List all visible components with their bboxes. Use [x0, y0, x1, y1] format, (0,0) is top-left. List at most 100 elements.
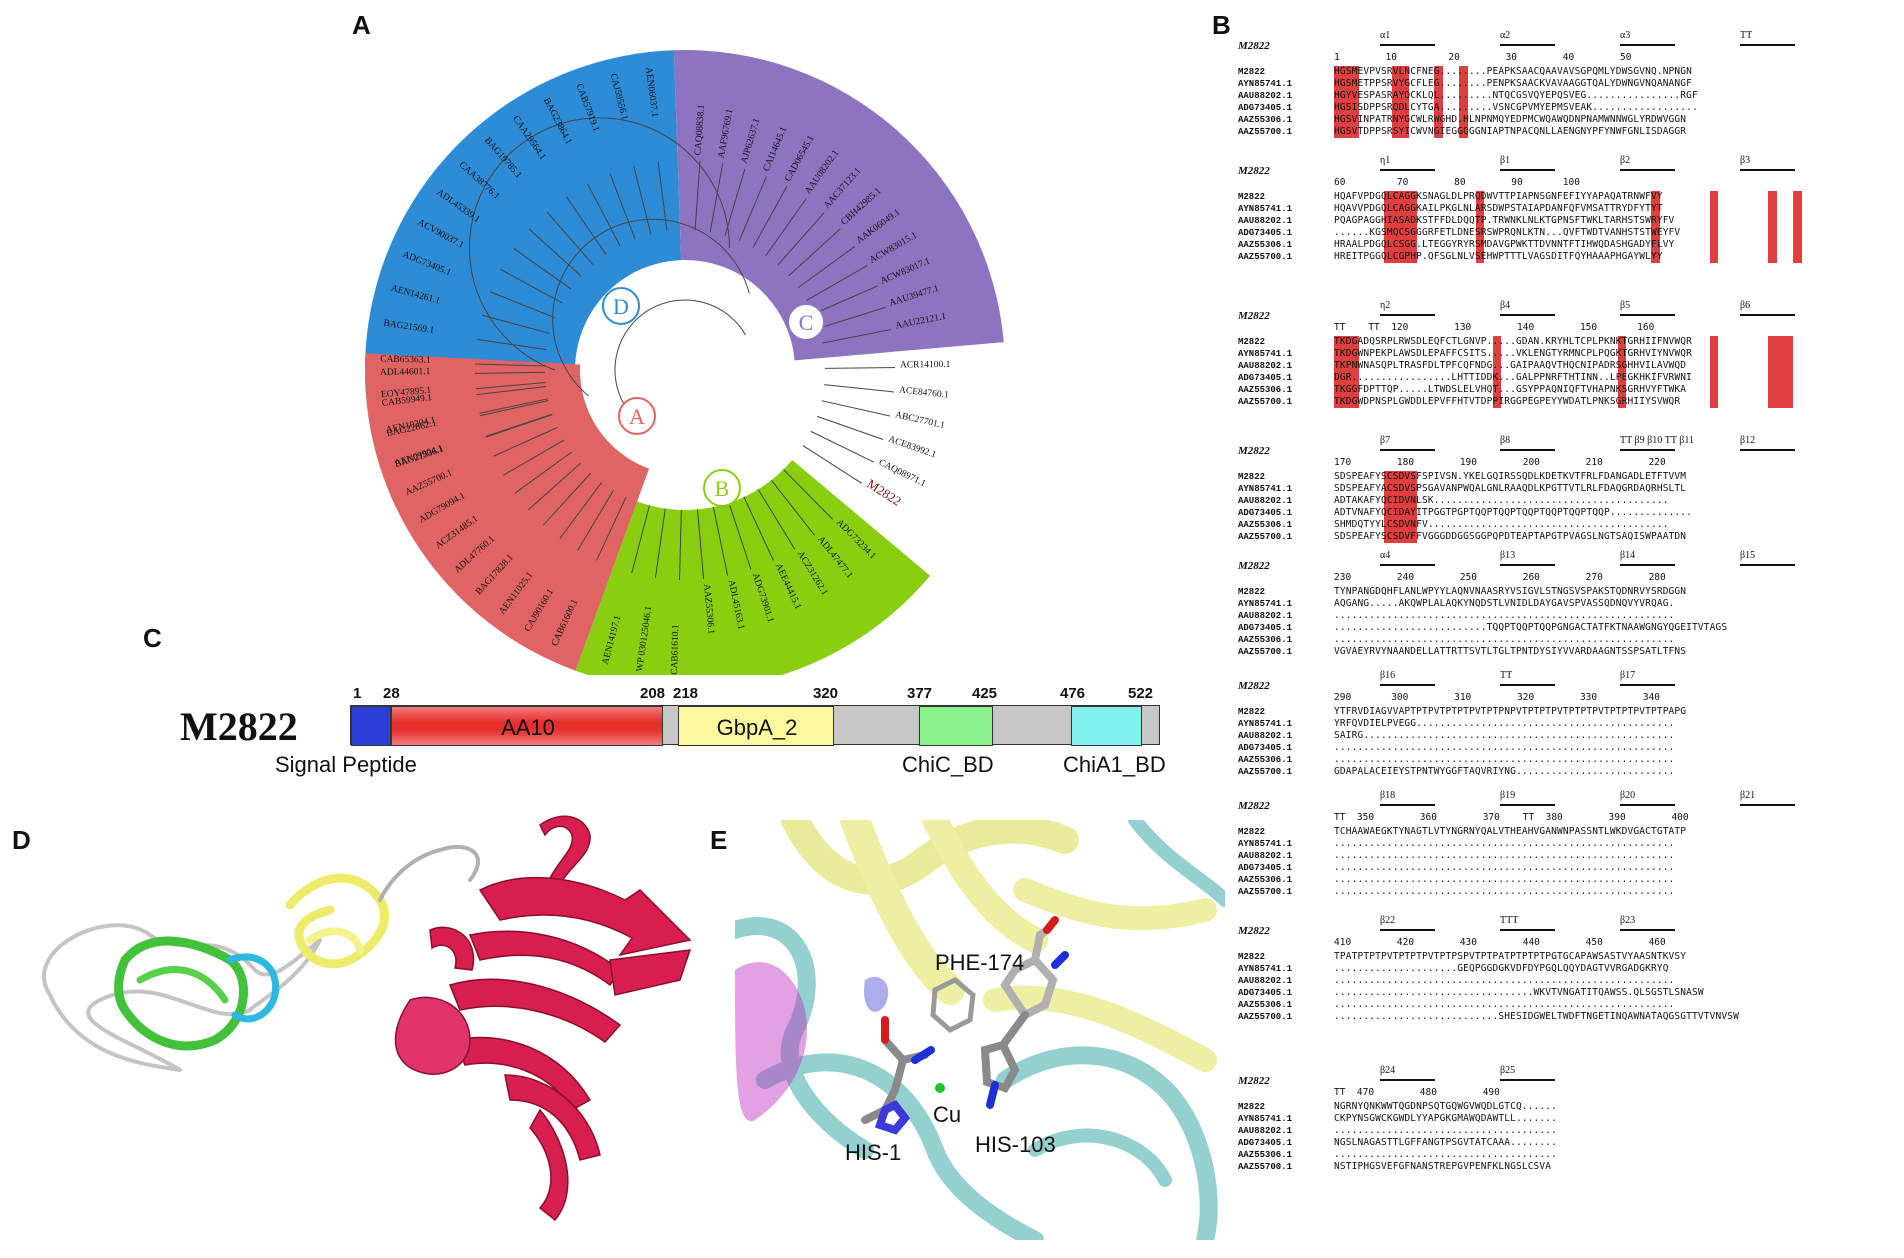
sequence-name: ADG73405.1 — [1238, 623, 1293, 633]
gbpa-label: GbpA_2 — [716, 715, 798, 740]
clade-b-branch — [696, 509, 705, 580]
clade-c-branch — [806, 265, 868, 301]
sequence-name: M2822 — [1238, 587, 1266, 597]
sequence-name: M2822 — [1238, 472, 1266, 482]
beta-strand-arrow — [1500, 929, 1555, 931]
clade-b-branch — [770, 479, 815, 536]
clade-a-branch — [503, 439, 565, 476]
secondary-structure-label: β7 — [1380, 435, 1391, 446]
beta-strand-arrow — [1500, 804, 1555, 806]
phe-174-label: PHE-174 — [935, 950, 1024, 975]
tick-28: 28 — [383, 685, 400, 702]
panel-label-d: D — [12, 825, 31, 855]
clade-a-branch — [479, 400, 549, 417]
gray-loop — [42, 923, 322, 1072]
sequence-residues: ........................................… — [1334, 610, 1675, 621]
clade-a-branch — [559, 482, 602, 539]
sequence-name: AAZ55700.1 — [1238, 252, 1293, 262]
clade-a-sector — [365, 353, 650, 671]
position-ruler: TT TT 120 130 140 150 160 — [1334, 322, 1655, 333]
secondary-structure-label: β8 — [1500, 435, 1511, 446]
beta-strand-arrow — [1620, 169, 1675, 171]
active-site-view: PHE-174 Cu HIS-1 HIS-103 — [735, 820, 1225, 1240]
secondary-structure-label: TT — [1500, 670, 1513, 681]
secondary-structure-label: α4 — [1380, 550, 1391, 561]
clade-a-branch — [577, 490, 614, 551]
secondary-structure-label: η2 — [1380, 300, 1391, 311]
sequence-name: M2822 — [1238, 1102, 1266, 1112]
clade-b-leaf-label: AAZ55306.1 — [701, 584, 715, 635]
clade-b-branch — [783, 469, 834, 520]
sequence-name: AAU88202.1 — [1238, 361, 1293, 371]
clade-d-branch — [587, 183, 621, 247]
sequence-residues: HGSMEVPVSRVLNCFNEG........PEAPKSAACQAAVA… — [1334, 66, 1693, 77]
sequence-residues: YTFRVDIAGVVAPTPTPVTPTPTPVTPTPNPVTPTPTPVT… — [1334, 706, 1687, 717]
beta-strand-arrow — [1620, 44, 1675, 46]
sequence-name: AYN85741.1 — [1238, 1114, 1293, 1124]
aa10-domain: AA10 — [391, 706, 663, 746]
sequence-name: AAZ55700.1 — [1238, 887, 1293, 897]
inner-branch-arc — [614, 299, 747, 406]
conserved-column — [1709, 336, 1719, 408]
clade-d-branch — [489, 291, 556, 319]
sequence-name: AYN85741.1 — [1238, 964, 1293, 974]
sequence-name: AAU88202.1 — [1238, 976, 1293, 986]
conserved-column — [1768, 336, 1777, 408]
clade-d-leaf-label: EOY47895.1 — [381, 386, 432, 400]
beta-strand-arrow — [1620, 449, 1675, 451]
sequence-residues: DGR.................LHTTIDDK...GALPPNRFT… — [1334, 372, 1693, 383]
sequence-name: AAZ55700.1 — [1238, 647, 1293, 657]
clade-d-branch — [546, 211, 594, 265]
sequence-name: AYN85741.1 — [1238, 599, 1293, 609]
sequence-residues: ..........................TQQPTQQPTQQPGN… — [1334, 622, 1728, 633]
sequence-residues: .....................GEQPGGDGKVDFDYPGQLQ… — [1334, 963, 1669, 974]
clade-b-branch — [654, 508, 666, 578]
conserved-column — [1409, 471, 1418, 543]
sequence-residues: ........................................… — [1334, 742, 1675, 753]
sequence-residues: ADTVNAFYQCIDAYITPGGTPGPTQQPTQQPTQQPTQQPT… — [1334, 507, 1693, 518]
conserved-column — [1709, 191, 1719, 263]
sequence-name: AYN85741.1 — [1238, 79, 1293, 89]
clade-a-branch — [514, 451, 572, 494]
sequence-residues: HGSVINPATRNYGCWLRWGHD.HLNPNMQYEDPMCWQAWQ… — [1334, 114, 1687, 125]
sequence-residues: ADTAKAFYQCIDVNLSK.......................… — [1334, 495, 1669, 506]
sequence-residues: ...................................... — [1334, 1149, 1558, 1160]
position-ruler: 290 300 310 320 330 340 — [1334, 692, 1661, 703]
sequence-residues: ........................................… — [1334, 838, 1675, 849]
conserved-column — [1793, 191, 1802, 263]
sequence-residues: ............................SHESIDGWELTW… — [1334, 1011, 1739, 1022]
secondary-structure-label: η1 — [1380, 155, 1391, 166]
sequence-residues: SDSPEAFYACSDVSPSGAVANPWQALGNLRAAQDLKPGTT… — [1334, 483, 1687, 494]
sequence-residues: GDAPALACEIEYSTPNTWYGGFTAQVRIYNG.........… — [1334, 766, 1675, 777]
sequence-name: M2822 — [1238, 707, 1266, 717]
sequence-name: AAZ55700.1 — [1238, 397, 1293, 407]
clade-c-branch — [738, 176, 767, 242]
reference-label: M2822 — [1238, 310, 1270, 322]
clade-d-branch — [479, 398, 549, 414]
secondary-structure-label: β1 — [1500, 155, 1511, 166]
clade-c-branch — [752, 186, 788, 248]
sequence-residues: HGSISDPPSRQDLCYTGA.........VSNCGPVMYEPMS… — [1334, 102, 1698, 113]
sequence-name: ADG73405.1 — [1238, 743, 1293, 753]
sequence-residues: TPATPTPTPVTPTPTPVTPTPSPVTPTPATPTPTPTPGTG… — [1334, 951, 1687, 962]
clade-sectors — [364, 50, 1004, 675]
sequence-name: AAU88202.1 — [1238, 1126, 1293, 1136]
tick-425: 425 — [972, 685, 998, 702]
conserved-column — [1400, 471, 1410, 543]
sequence-residues: ........................................… — [1334, 874, 1675, 885]
position-ruler: 410 420 430 440 450 460 — [1334, 937, 1666, 948]
conserved-column — [1384, 191, 1393, 263]
outgroup-leaf-label: M2822 — [864, 476, 904, 509]
cu-label: Cu — [933, 1102, 961, 1127]
position-ruler: TT 470 480 490 — [1334, 1087, 1500, 1098]
aa10-label: AA10 — [501, 715, 555, 740]
beta-strand-arrow — [1500, 684, 1555, 686]
beta-strand-arrow — [1380, 929, 1435, 931]
sequence-name: M2822 — [1238, 952, 1266, 962]
sequence-name: AAZ55700.1 — [1238, 532, 1293, 542]
reference-label: M2822 — [1238, 1075, 1270, 1087]
clade-c-label: C — [799, 310, 814, 335]
beta-strand-arrow — [1740, 314, 1795, 316]
outgroup-branch — [816, 415, 884, 440]
beta-strand-arrow — [1500, 564, 1555, 566]
